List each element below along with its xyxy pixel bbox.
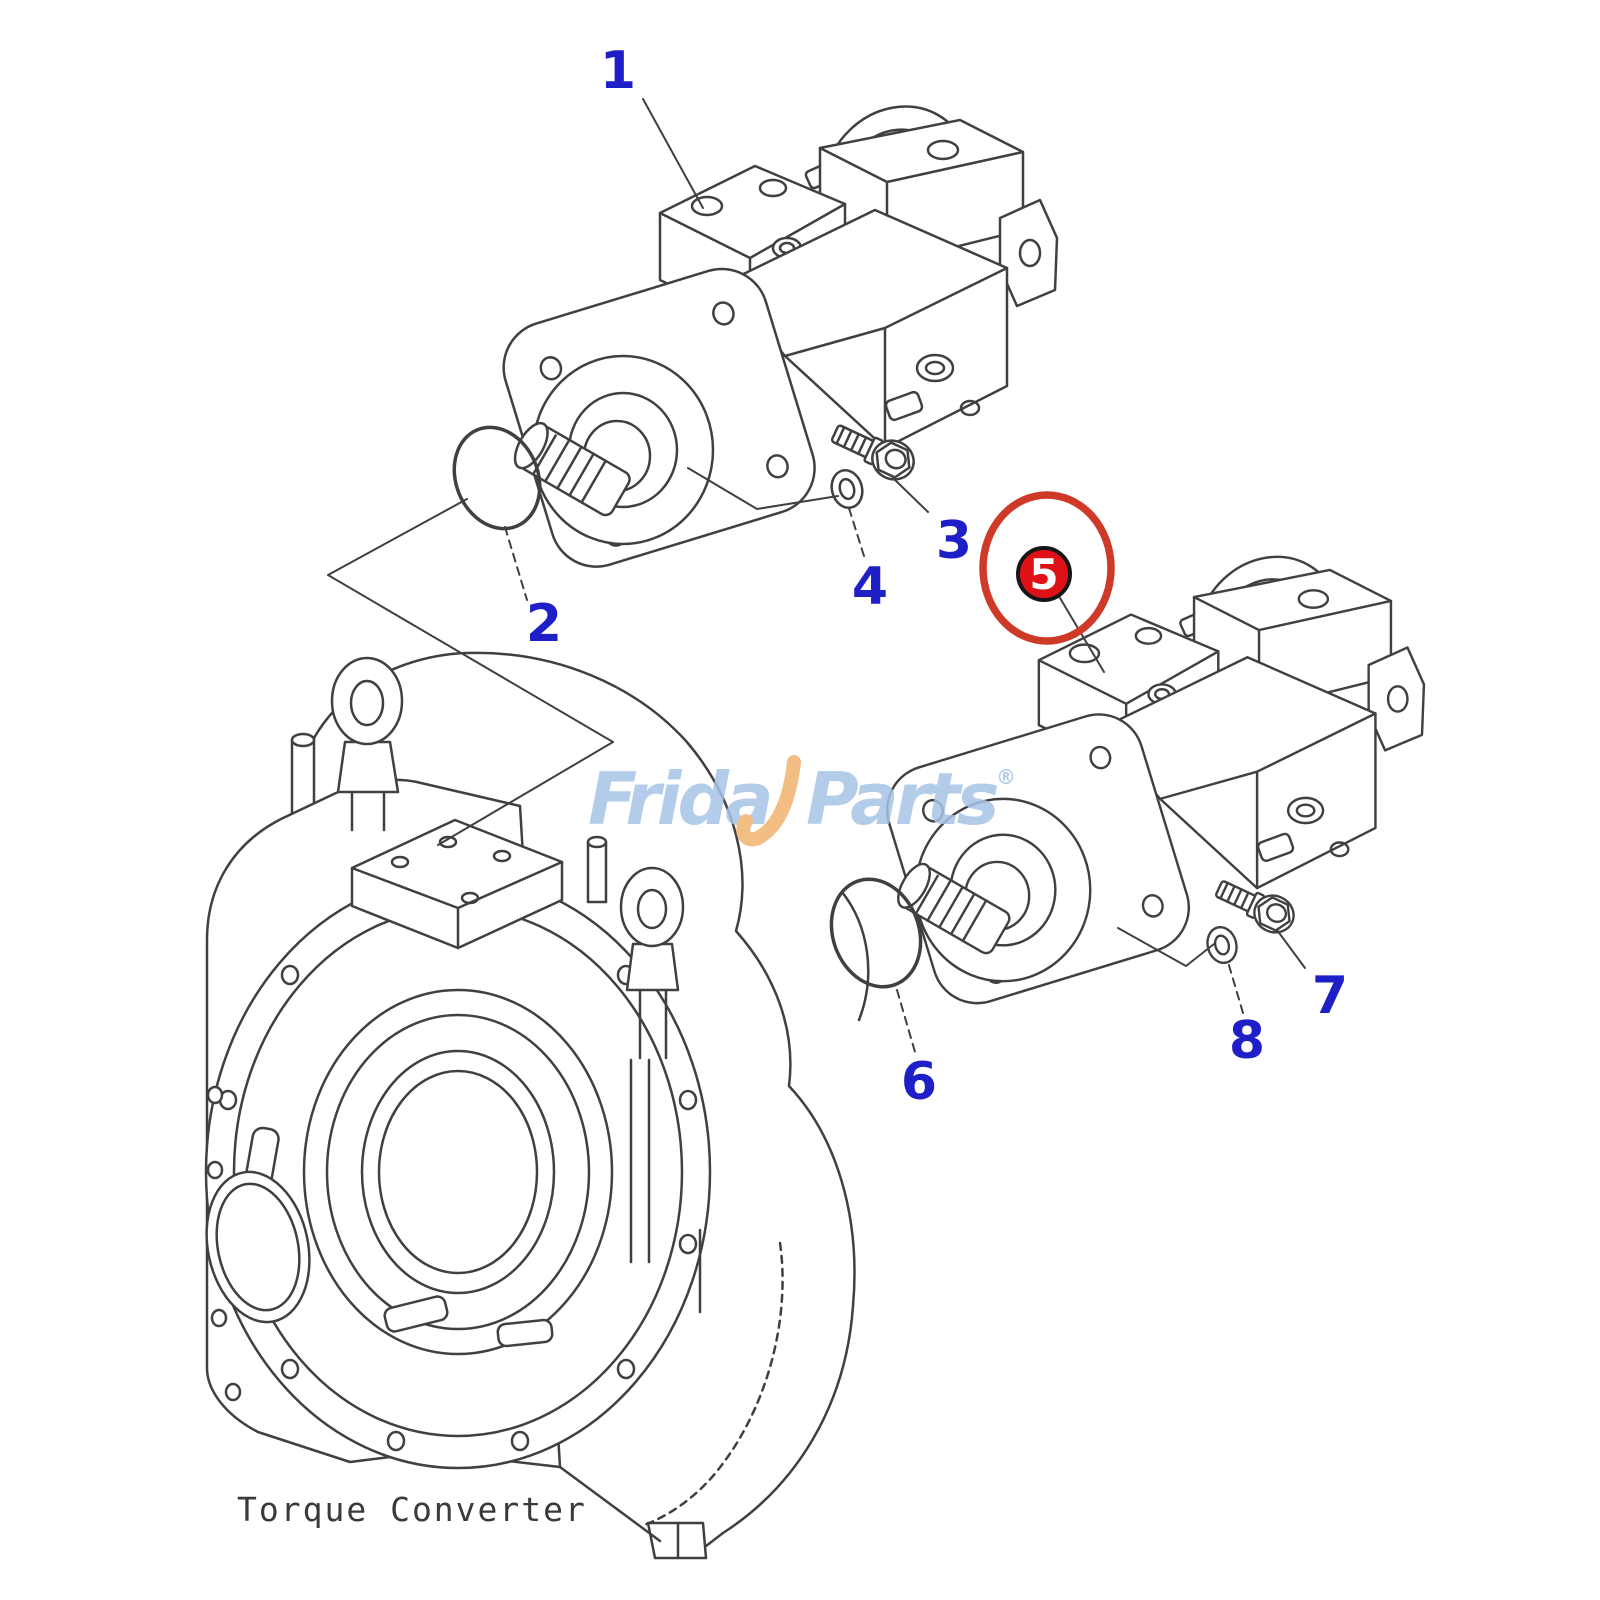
callout-5: 5: [1029, 550, 1058, 599]
converter-housing-inner-curve: [639, 1241, 784, 1528]
converter-housing-ear: [840, 890, 870, 1022]
converter-eyebolt-right: [619, 866, 685, 1060]
callout-labels: 1 2 3 4 6 7 8: [526, 41, 1348, 1112]
callout-2-leader: [504, 526, 528, 601]
watermark: Frida Parts ®: [588, 755, 1016, 847]
diagram-line-art: Torque Converter: [204, 98, 1426, 1560]
callout-5-badge: [1016, 546, 1072, 602]
o-ring-2: [452, 425, 542, 531]
callout-3-leader: [892, 477, 929, 513]
pump-assembly-1: [490, 105, 1059, 580]
highlight-ring: [979, 491, 1115, 645]
leader-lines: [327, 98, 1306, 1053]
callout-8: 8: [1229, 1011, 1265, 1071]
torque-converter-drawing: [204, 651, 870, 1560]
converter-flange-rings: [204, 874, 712, 1470]
pump1-ledge-line: [687, 467, 839, 510]
washer-4: [826, 465, 868, 513]
callout-6-leader: [896, 989, 916, 1053]
diagram-caption: Torque Converter: [237, 1490, 587, 1529]
converter-oval-cutout: [205, 1170, 311, 1324]
converter-edge-bolts: [206, 1085, 242, 1402]
watermark-registered-icon: ®: [996, 765, 1016, 789]
callout-3: 3: [936, 511, 972, 571]
watermark-text-right: Parts: [806, 757, 998, 841]
pump5-ledge-line: [1117, 927, 1215, 967]
o-ring-6: [829, 877, 923, 989]
callout-4: 4: [852, 557, 888, 617]
washer-8: [1202, 922, 1242, 968]
highlighted-callout-5: 5: [979, 491, 1115, 645]
converter-valve-block: [350, 818, 564, 950]
watermark-swoosh-icon: [736, 755, 801, 847]
converter-eyebolt-left: [330, 656, 404, 832]
converter-oval-cutout-inner: [215, 1182, 301, 1312]
converter-foot-edge: [558, 1465, 680, 1560]
callout-8-leader: [1227, 961, 1244, 1014]
callout-6: 6: [901, 1052, 937, 1112]
mount-pointer-lines: [327, 498, 614, 846]
callout-4-leader: [847, 504, 865, 557]
callout-1: 1: [600, 41, 636, 101]
converter-rods: [629, 1058, 702, 1314]
callout-5-leader: [1059, 597, 1105, 673]
callout-2: 2: [526, 594, 562, 654]
callout-7-leader: [1276, 929, 1306, 969]
callout-1-leader: [642, 98, 704, 209]
converter-housing-outline: [691, 1084, 856, 1558]
callout-7: 7: [1312, 966, 1348, 1026]
